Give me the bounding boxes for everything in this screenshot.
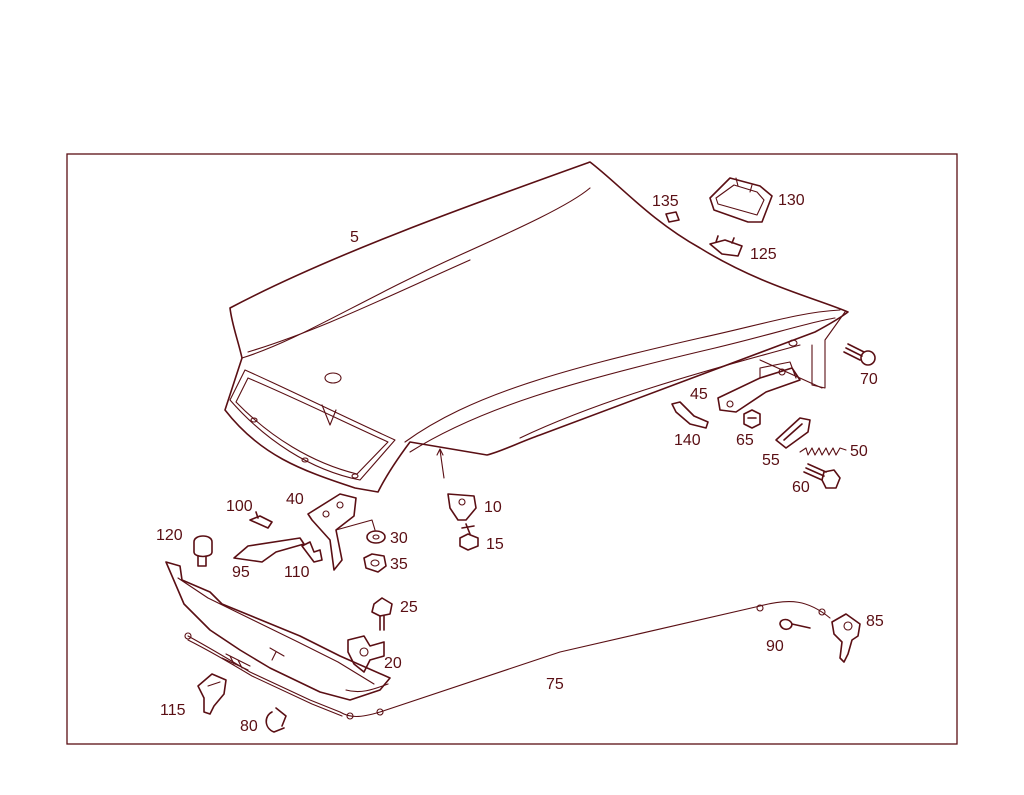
part-80-clip xyxy=(265,707,287,733)
callout-10: 10 xyxy=(484,499,502,516)
part-100-clip xyxy=(249,511,273,529)
part-135-clip xyxy=(665,211,680,223)
part-10-striker xyxy=(447,493,477,521)
callout-110: 110 xyxy=(284,564,310,581)
callout-115: 115 xyxy=(160,702,186,719)
part-110-clip xyxy=(301,541,323,563)
callout-60: 60 xyxy=(792,479,810,496)
callout-40: 40 xyxy=(286,491,304,508)
callout-75: 75 xyxy=(546,676,564,693)
callout-120: 120 xyxy=(156,527,183,544)
callout-15: 15 xyxy=(486,536,504,553)
part-15-screw xyxy=(459,523,479,551)
callout-100: 100 xyxy=(226,498,253,515)
callout-125: 125 xyxy=(750,246,777,263)
part-55-cover xyxy=(775,417,811,449)
callout-20: 20 xyxy=(384,655,402,672)
part-90-screw xyxy=(779,618,811,631)
callout-30: 30 xyxy=(390,530,408,547)
callout-85: 85 xyxy=(866,613,884,630)
callout-50: 50 xyxy=(850,443,868,460)
part-140-bracket xyxy=(671,401,709,429)
part-115-holder xyxy=(197,673,227,715)
part-20-hood-lock xyxy=(347,635,385,673)
part-120-bump-stop xyxy=(193,535,213,567)
callout-65: 65 xyxy=(736,432,754,449)
callout-25: 25 xyxy=(400,599,418,616)
part-70-bolt xyxy=(843,343,876,366)
callout-140: 140 xyxy=(674,432,701,449)
part-60-bolt xyxy=(803,463,841,489)
part-65-nut xyxy=(743,409,761,429)
hood-panel xyxy=(224,161,849,493)
part-85-release-handle xyxy=(831,613,861,663)
callout-35: 35 xyxy=(390,556,408,573)
part-95-lever xyxy=(233,537,305,563)
callout-95: 95 xyxy=(232,564,250,581)
part-130-emblem-frame xyxy=(709,177,773,223)
part-125-holder xyxy=(709,235,743,257)
front-cross-member xyxy=(165,561,391,701)
diagram-frame xyxy=(66,153,958,745)
part-30-washer xyxy=(366,530,386,544)
callout-45: 45 xyxy=(690,386,708,403)
callout-80: 80 xyxy=(240,718,258,735)
callout-130: 130 xyxy=(778,192,805,209)
callout-5: 5 xyxy=(350,229,359,246)
part-50-spring xyxy=(799,447,847,456)
callout-55: 55 xyxy=(762,452,780,469)
part-75-release-cable xyxy=(184,601,831,720)
callout-90: 90 xyxy=(766,638,784,655)
part-40-latch-bracket xyxy=(307,493,376,571)
callout-135: 135 xyxy=(652,193,679,210)
part-45-hinge xyxy=(717,361,801,413)
part-25-bolt xyxy=(371,597,393,631)
callout-70: 70 xyxy=(860,371,878,388)
part-35-nut xyxy=(363,553,387,573)
